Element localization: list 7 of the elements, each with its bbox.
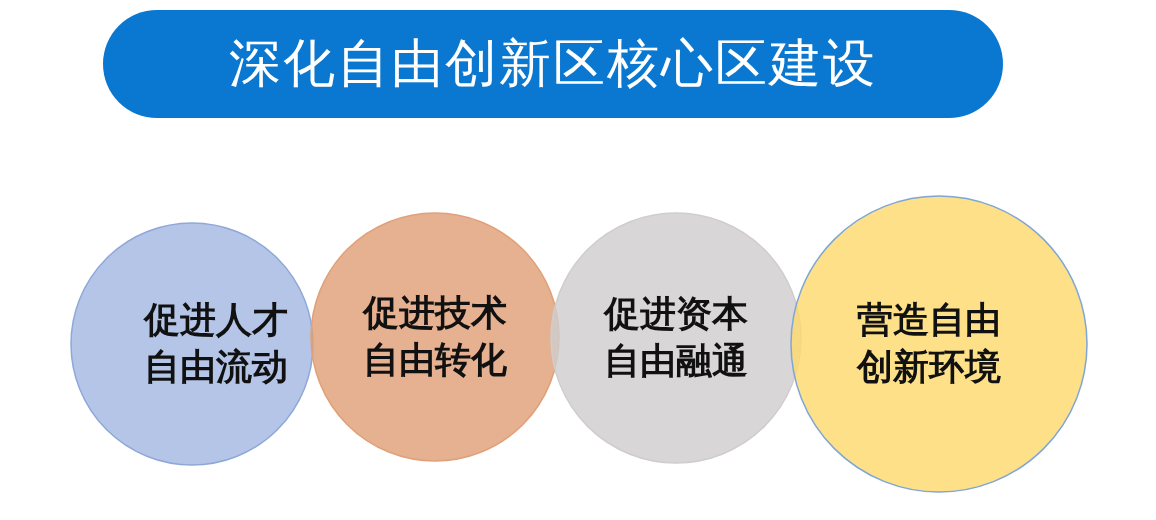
circle-label: 促进资本自由融通	[602, 292, 749, 383]
circle-label: 营造自由创新环境	[855, 298, 1002, 389]
circle	[70, 222, 314, 466]
circle-label: 促进技术自由转化	[361, 291, 508, 382]
circle-label: 促进人才自由流动	[142, 298, 289, 389]
title: 深化自由创新区核心区建设	[229, 32, 877, 95]
circle	[790, 195, 1088, 493]
